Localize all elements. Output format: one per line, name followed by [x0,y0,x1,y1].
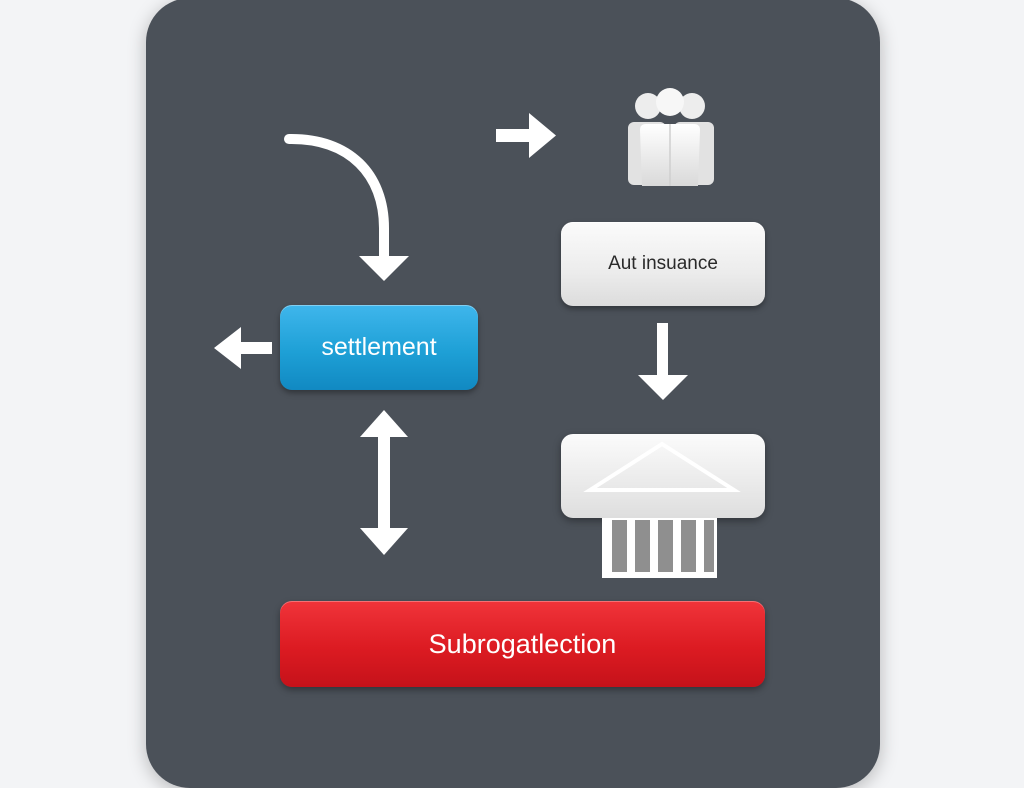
diagram-canvas: settlement Aut insuance Subrogatlection [146,0,880,788]
right-arrow-top [496,113,556,158]
auto-insurance-label: Aut insuance [608,253,718,274]
diagram-arrows [214,88,765,578]
people-group-icon [628,88,714,186]
double-vertical-arrow [360,410,408,555]
down-arrow [638,323,688,400]
curved-down-arrow [284,133,409,281]
auto-insurance-node: Aut insuance [561,222,765,306]
settlement-node: settlement [280,305,478,390]
bank-building-icon [561,434,765,578]
left-arrow [214,327,272,369]
settlement-label: settlement [321,333,437,361]
subrogation-node: Subrogatlection [280,601,765,687]
subrogation-label: Subrogatlection [428,628,617,659]
